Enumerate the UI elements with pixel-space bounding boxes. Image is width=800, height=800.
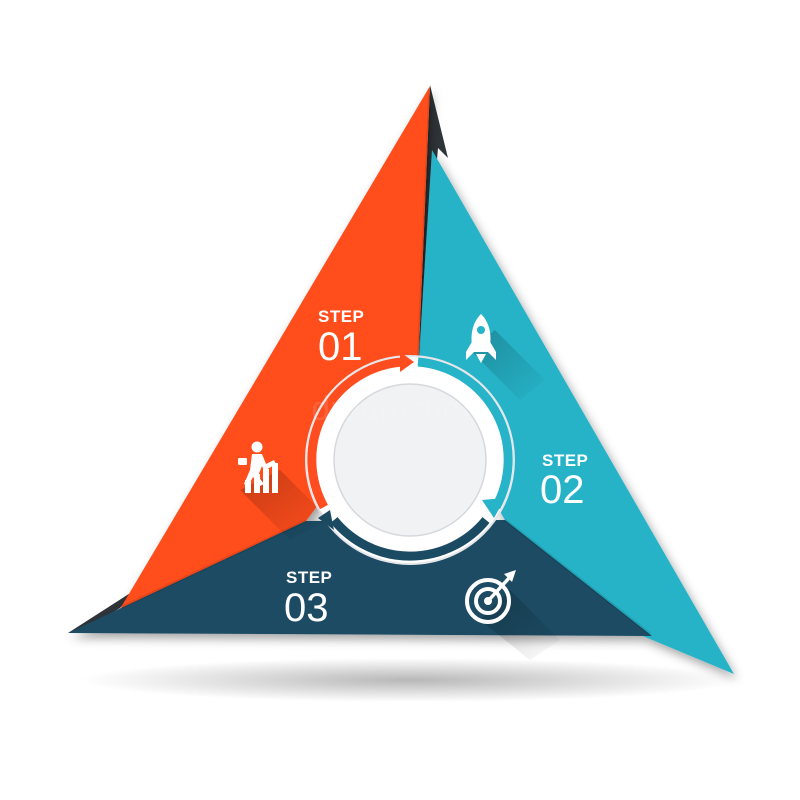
target-with-arrow-icon (465, 570, 560, 660)
step-03-word: STEP (286, 568, 332, 587)
step-03-number: 03 (284, 586, 329, 630)
watermark-text: dreamstime (311, 390, 489, 428)
businessman-climbing-chart-icon (238, 441, 330, 540)
ring-arrowhead-02 (482, 498, 505, 518)
center-cycle (305, 352, 515, 565)
fold-tip-left (68, 590, 135, 633)
step-02-label: STEP 02 (540, 451, 588, 512)
step-02-number: 02 (540, 468, 585, 512)
panel-step-02 (418, 150, 734, 674)
ring-arrowhead-01 (400, 352, 414, 372)
floor-shadow (80, 658, 740, 702)
rocket-icon (466, 314, 545, 400)
step-01-word: STEP (318, 307, 364, 326)
center-disc (333, 383, 487, 537)
step-01-label: STEP 01 (318, 307, 364, 369)
ring-arc-step-02 (417, 357, 513, 510)
fold-seams (121, 87, 651, 636)
ring-arc-step-01 (307, 357, 403, 510)
step-01-number: 01 (318, 325, 363, 369)
step-02-word: STEP (542, 451, 588, 470)
step-03-label: STEP 03 (284, 568, 332, 630)
panel-step-01 (120, 86, 430, 609)
ring-arc-step-03 (330, 517, 490, 561)
